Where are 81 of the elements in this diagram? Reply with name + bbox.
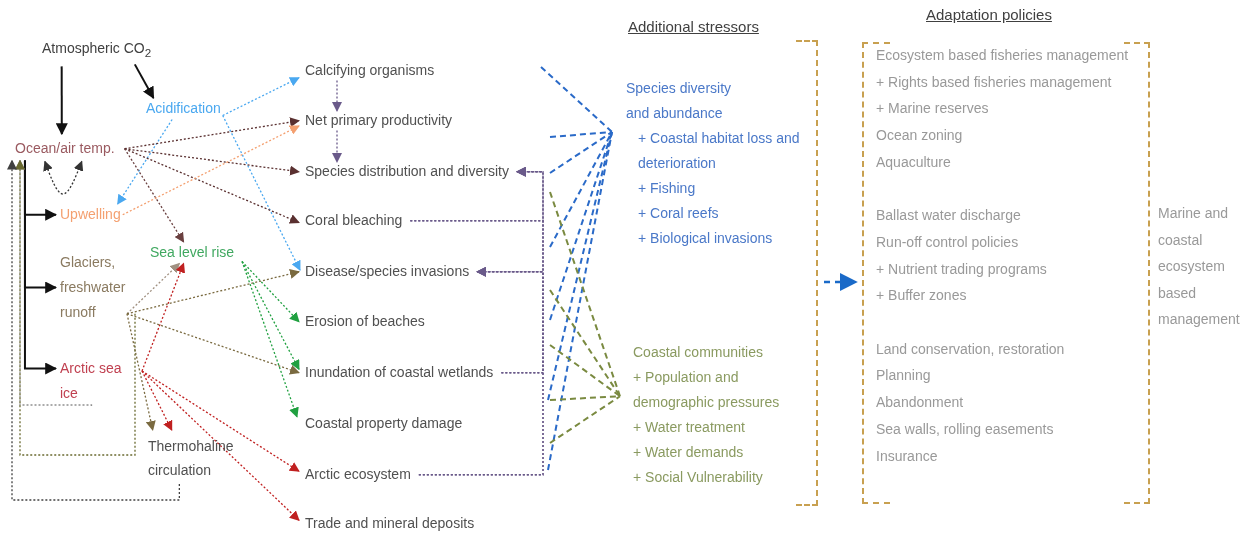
policy-item: + Rights based fisheries management [876,72,1113,92]
arrow [117,118,173,205]
stressor-item: + Biological invasions [637,229,774,248]
arrow [15,159,136,456]
policy-item: Run-off control policies [876,232,1020,252]
stressor-heading: Coastal communities [633,343,764,362]
stressor-item: + Coastal habitat loss and deterioration [637,129,801,173]
arrow [418,266,544,476]
policy-item: Ecosystem based fisheries management [876,46,1129,65]
driver-label: Thermohaline circulation [148,434,243,482]
policy-item: Sea walls, rolling easements [876,419,1055,439]
arrow [141,262,186,372]
impact-label: Erosion of beaches [305,313,425,331]
arrow [141,370,300,521]
policy-item: Planning [876,366,932,386]
driver-label: Arctic sea ice [60,356,130,406]
driver-label: Acidification [146,100,221,118]
policy-item: + Marine reserves [876,99,990,119]
driver-label: Glaciers, freshwater runoff [60,250,135,325]
arrow [126,262,181,315]
stressor-item: + Social Vulnerability [633,468,764,487]
driver-label: Sea level rise [150,244,235,262]
connector-line [549,191,621,398]
impact-label: Coastal property damage [305,415,463,433]
policy-item: Land conservation, restoration [876,339,1066,359]
connector-line [549,131,613,174]
connector-line [549,131,613,138]
arrow [141,370,173,431]
arrow [126,313,156,431]
arrow [824,273,858,291]
arrow [141,370,300,472]
policy-item: Aquaculture [876,152,952,172]
impact-label: Net primary productivity [305,112,453,130]
stressor-heading: Species diversity and abundance [626,79,733,123]
impact-label: Calcifying organisms [305,62,435,80]
side-note: Marine and coastal ecosystem based management [1158,204,1241,329]
impact-label: Arctic ecosystem [305,466,411,484]
connector-line [547,131,613,471]
arrow [23,159,58,375]
policy-item: + Buffer zones [876,286,968,306]
arrow [55,65,68,136]
stressor-item: + Population and demographic pressures [633,368,781,412]
arrow [123,148,300,176]
curved-arrow [43,160,84,195]
arrow [122,125,300,216]
impact-label: Disease/species invasions [305,263,470,281]
impact-label: Coral bleaching [305,212,403,230]
arrow [7,159,180,501]
stressor-item: + Water treatment [633,418,746,437]
column-heading: Adaptation policies [926,6,1052,25]
policy-item: Insurance [876,446,939,466]
connector-line [549,289,621,398]
stressor-item: + Fishing [637,179,697,198]
driver-label: Atmospheric CO$_{2}$ [42,40,152,61]
arrow [332,129,342,163]
connector-line [549,395,621,444]
impact-label: Species distribution and diversity [305,163,509,181]
connector-line [540,66,613,133]
arrow [133,63,155,100]
arrow [241,260,300,371]
arrow [241,260,299,418]
policy-item: Abandonment [876,393,965,413]
stressor-item: + Coral reefs [637,204,720,223]
column-heading: Additional stressors [628,18,759,37]
arrow [123,148,185,243]
driver-label: Upwelling [60,206,121,224]
arrow [241,260,300,323]
arrow [222,77,300,117]
impact-label: Inundation of coastal wetlands [305,364,494,382]
policy-item: Ballast water discharge [876,206,1022,226]
arrow [332,79,342,112]
policy-item: Ocean zoning [876,126,964,146]
arrow [126,269,300,315]
stressor-item: + Water demands [633,443,745,462]
policy-item: + Nutrient trading programs [876,259,1048,279]
arrow [222,114,301,271]
arrow [126,313,300,375]
arrow [123,148,300,224]
connector-line [549,344,621,398]
driver-label: Ocean/air temp. [15,140,115,158]
impact-label: Trade and mineral deposits [305,515,475,533]
